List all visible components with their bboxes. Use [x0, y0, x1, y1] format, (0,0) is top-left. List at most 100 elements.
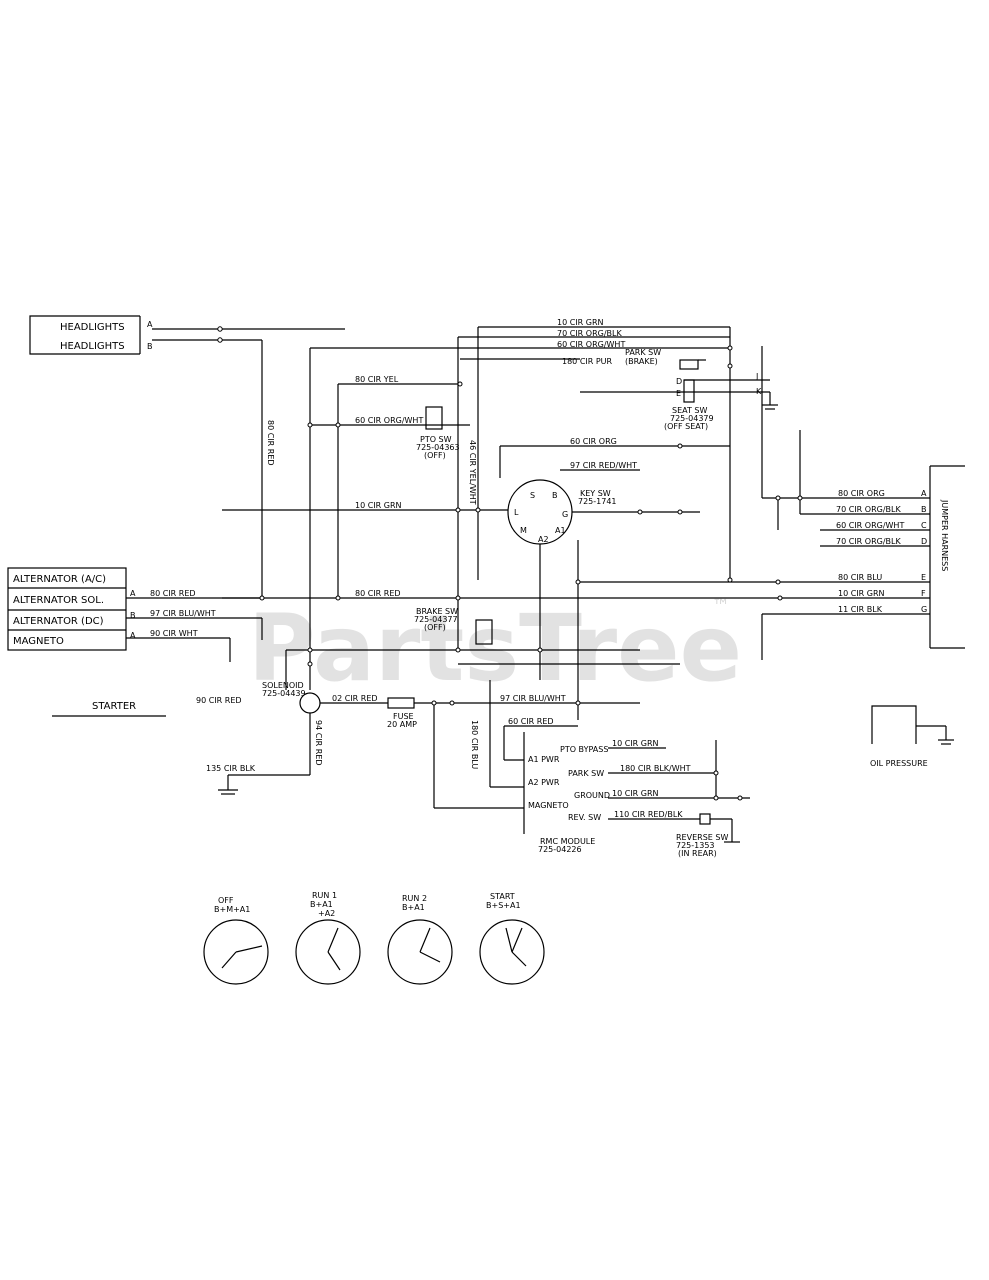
brake-sw-sub: (OFF) [424, 623, 446, 632]
alternator-connector: ALTERNATOR (A/C) ALTERNATOR SOL. ALTERNA… [7, 567, 136, 651]
wire-label-10: 10 CIR GRN [355, 501, 402, 510]
rmc-module: RMC MODULE 725-04226 PTO BYPASS A1 PWR P… [523, 732, 610, 854]
wire-label-17: 97 CIR BLU/WHT [500, 694, 566, 703]
key-position-start: START B+S+A1 [479, 892, 545, 985]
key-pos-off-name: OFF [218, 896, 234, 905]
wire-label-3: 60 CIR ORG/WHT [557, 340, 625, 349]
wire-label-7: 80 CIR RED [266, 420, 275, 466]
key-term-b: B [552, 491, 558, 500]
starter-label: STARTER [92, 701, 136, 712]
right-pin-f: F [921, 589, 926, 598]
wire-label-1: 10 CIR GRN [557, 318, 604, 327]
right-wire-3: 60 CIR ORG/WHT [836, 521, 904, 530]
wire-label-9: 97 CIR RED/WHT [570, 461, 637, 470]
pin-j: J [755, 372, 758, 381]
key-pos-run2-combo: B+A1 [402, 903, 425, 912]
right-pin-g: G [921, 605, 927, 614]
key-pos-run1-extra: +A2 [318, 909, 335, 918]
headlights-label-2: HEADLIGHTS [60, 341, 125, 352]
key-position-run1: RUN 1 B+A1 +A2 [295, 891, 361, 985]
seat-switch: SEAT SW 725-04379 (OFF SEAT) D E J K [580, 372, 778, 431]
right-pin-a: A [921, 489, 927, 498]
headlights-label-1: HEADLIGHTS [60, 322, 125, 333]
right-pin-d: D [921, 537, 927, 546]
wire-label-4: 180 CIR PUR [562, 357, 613, 366]
wire-label-16: 02 CIR RED [332, 694, 378, 703]
rmc-wire-4: 110 CIR RED/BLK [614, 810, 683, 819]
wire-label-2: 70 CIR ORG/BLK [557, 329, 622, 338]
key-sw-part: 725-1741 [578, 497, 617, 506]
rmc-wire-3: 10 CIR GRN [612, 789, 659, 798]
rmc-pin-a2-pwr: A2 PWR [528, 778, 560, 787]
oil-pressure-label: OIL PRESSURE [870, 759, 928, 768]
wire-label-8: 60 CIR ORG [570, 437, 617, 446]
key-sw-label: KEY SW [580, 489, 611, 498]
brake-sw-part: 725-04377 [414, 615, 458, 624]
alt-pin-a: A [130, 589, 136, 598]
wire-label-12: 80 CIR RED [355, 589, 401, 598]
magneto-label: MAGNETO [13, 636, 64, 647]
watermark-trademark: ™ [712, 596, 730, 617]
fuse-rating: 20 AMP [387, 720, 417, 729]
seat-sw-label: SEAT SW [672, 406, 707, 415]
watermark-text: PartsTree [248, 595, 742, 702]
wire-label-19: 135 CIR BLK [206, 764, 256, 773]
wire-label-5: 80 CIR YEL [355, 375, 399, 384]
alternator-sol-label: ALTERNATOR SOL. [13, 595, 104, 606]
rmc-pin-park-sw: PARK SW [568, 769, 604, 778]
jumper-harness-label: JUMPER HARNESS [940, 499, 949, 571]
rmc-wire-1: 10 CIR GRN [612, 739, 659, 748]
key-pos-off-combo: B+M+A1 [214, 905, 250, 914]
alternator-ac-label: ALTERNATOR (A/C) [13, 574, 106, 585]
pto-sw-label: PTO SW [420, 435, 452, 444]
seat-sw-sub: (OFF SEAT) [664, 422, 708, 431]
key-pos-run2-name: RUN 2 [402, 894, 427, 903]
rmc-wire-2: 180 CIR BLK/WHT [620, 764, 691, 773]
key-pos-run1-name: RUN 1 [312, 891, 337, 900]
park-sw-label: PARK SW [625, 348, 661, 357]
alternator-dc-label: ALTERNATOR (DC) [13, 616, 104, 627]
reverse-sw-part: 725-1353 [676, 841, 715, 850]
right-pin-e: E [921, 573, 926, 582]
reverse-switch: REVERSE SW 725-1353 (IN REAR) [676, 813, 740, 858]
key-term-m: M [520, 526, 527, 535]
headlights-pin-b: B [147, 342, 153, 351]
rmc-part: 725-04226 [538, 845, 582, 854]
pin-k: K [756, 387, 762, 396]
rmc-pin-ground: GROUND [574, 791, 610, 800]
rmc-pin-a1-pwr: A1 PWR [528, 755, 560, 764]
park-switch: PARK SW (BRAKE) [625, 348, 706, 370]
wire-label-6: 60 CIR ORG/WHT [355, 416, 423, 425]
rmc-label: RMC MODULE [540, 837, 595, 846]
key-pos-start-name: START [490, 892, 515, 901]
wire-label-22: 46 CIR YEL/WHT [468, 440, 477, 505]
key-term-a1: A1 [555, 526, 566, 535]
wire-label-20: 94 CIR RED [314, 720, 323, 766]
pto-switch: PTO SW 725-04363 (OFF) [416, 406, 460, 460]
headlights-connector: HEADLIGHTS HEADLIGHTS A B [29, 315, 153, 355]
right-wire-4: 70 CIR ORG/BLK [836, 537, 901, 546]
rmc-pin-rev-sw: REV. SW [568, 813, 601, 822]
right-wire-2: 70 CIR ORG/BLK [836, 505, 901, 514]
jumper-harness-connector: JUMPER HARNESS [929, 465, 965, 649]
pin-e: E [676, 389, 681, 398]
solenoid-label: SOLENOID [262, 681, 304, 690]
right-wire-5: 80 CIR BLU [838, 573, 882, 582]
wire-label-21: 180 CIR BLU [470, 720, 479, 769]
brake-switch: BRAKE SW 725-04377 (OFF) [414, 607, 493, 645]
key-term-l: L [514, 508, 519, 517]
right-wire-6: 10 CIR GRN [838, 589, 885, 598]
alt-pin-a2: A [130, 631, 136, 640]
brake-sw-label: BRAKE SW [416, 607, 458, 616]
key-position-run2: RUN 2 B+A1 [387, 894, 453, 985]
key-pos-start-combo: B+S+A1 [486, 901, 521, 910]
wire-label-13: 97 CIR BLU/WHT [150, 609, 216, 618]
seat-sw-part: 725-04379 [670, 414, 714, 423]
park-sw-sub: (BRAKE) [625, 357, 658, 366]
reverse-sw-label: REVERSE SW [676, 833, 728, 842]
headlights-pin-a: A [147, 320, 153, 329]
key-term-s: S [530, 491, 535, 500]
fuse: FUSE 20 AMP [387, 697, 417, 729]
key-position-off: OFF B+M+A1 [203, 896, 269, 985]
